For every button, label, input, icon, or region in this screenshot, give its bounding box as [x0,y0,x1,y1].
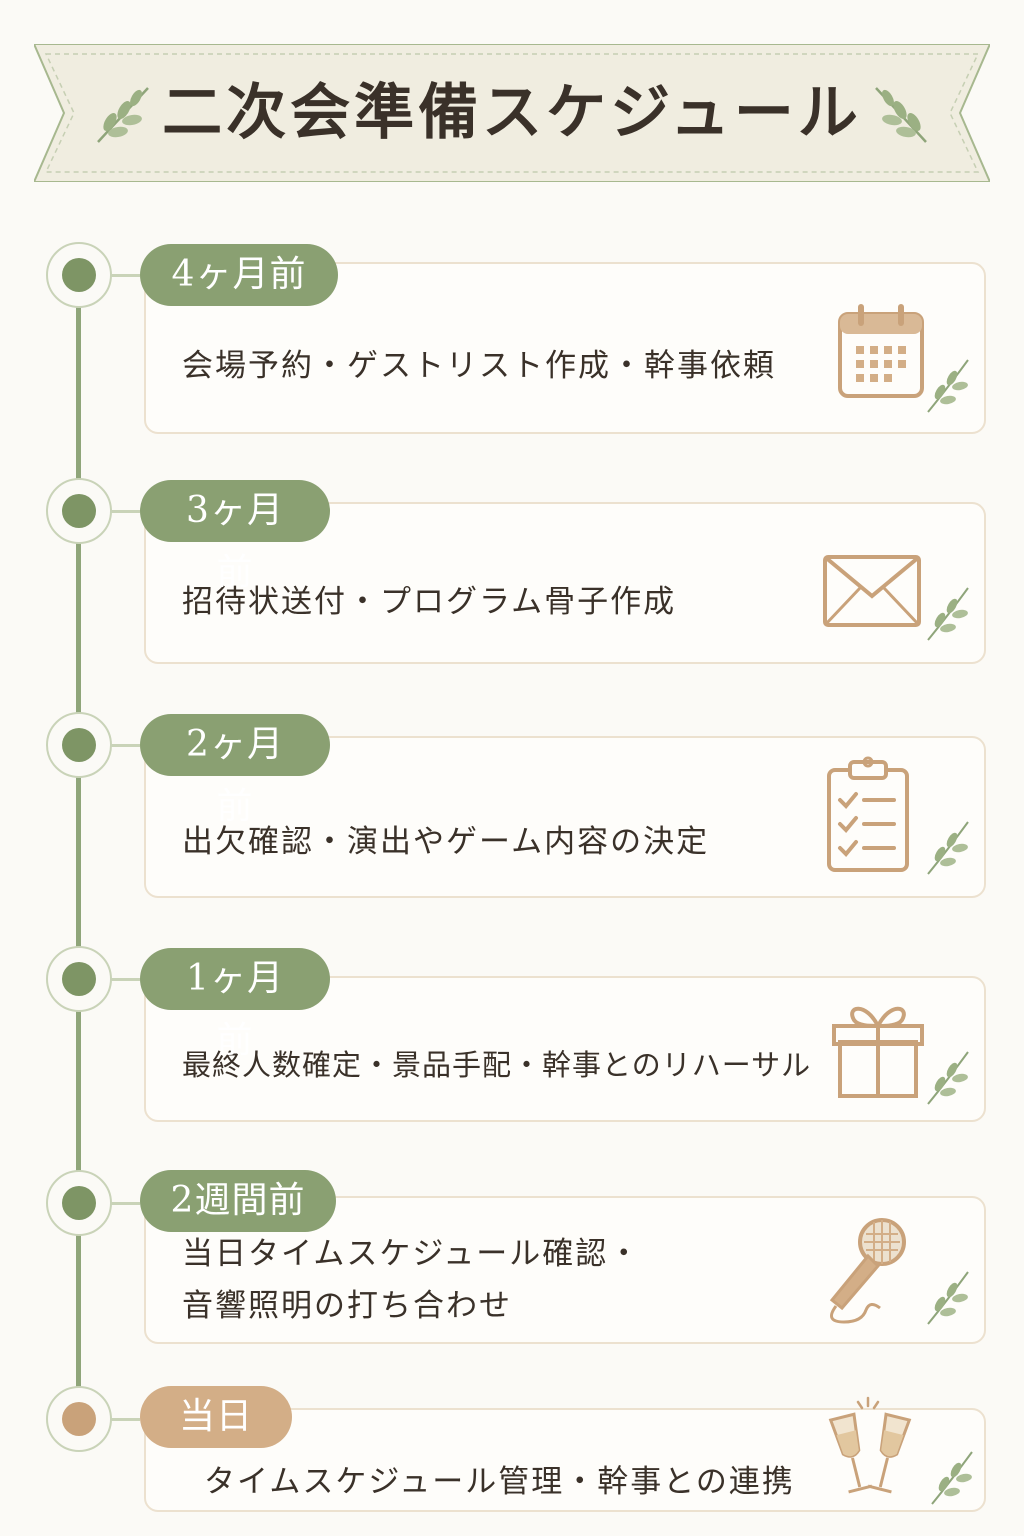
leaf-sprig-icon [927,821,969,875]
timeline-connector [110,1418,140,1421]
step-label-pill: 当日 [140,1386,292,1448]
step-label-pill: 3ヶ月前 [140,480,330,593]
step-label-pill: 4ヶ月前 [140,244,338,306]
timeline-node [46,946,112,1012]
microphone-icon [829,1218,906,1324]
timeline-connector [110,274,140,277]
gift-box-icon [832,1006,924,1098]
leaf-sprig-icon [927,1271,969,1325]
card-text: 当日タイムスケジュール確認・ 音響照明の打ち合わせ [182,1228,641,1332]
step-label-pill: 1ヶ月前 [140,948,330,1061]
timeline-node [46,1170,112,1236]
timeline-node [46,1386,112,1452]
leaf-sprig-icon [927,1051,969,1105]
card-text: 招待状送付・プログラム骨子作成 [182,584,677,620]
calendar-icon [838,304,924,398]
timeline-line [76,304,81,1412]
timeline-node [46,242,112,308]
card-text-line: 音響照明の打ち合わせ [182,1288,512,1324]
card-text: 会場予約・ゲストリスト作成・幹事依頼 [182,348,776,384]
timeline-connector [110,510,140,513]
title-banner: 二次会準備スケジュール [34,44,990,182]
leaf-sprig-icon [927,359,969,413]
timeline-connector [110,978,140,981]
ribbon-shape [34,44,990,182]
leaf-sprig-icon [97,87,149,143]
timeline-connector [110,744,140,747]
timeline-connector [110,1202,140,1205]
champagne-toast-icon [828,1396,912,1494]
step-label-pill: 2ヶ月前 [140,714,330,827]
card-text: 最終人数確定・景品手配・幹事とのリハーサル [182,1048,812,1082]
step-label-pill: 2週間前 [140,1170,336,1232]
leaf-sprig-icon [927,587,969,641]
timeline-node [46,712,112,778]
card-text: 出欠確認・演出やゲーム内容の決定 [182,824,710,860]
page-title: 二次会準備スケジュール [162,78,862,148]
timeline-node [46,478,112,544]
leaf-sprig-icon [875,87,927,143]
leaf-sprig-icon [931,1451,973,1505]
card-text: タイムスケジュール管理・幹事との連携 [204,1464,795,1500]
clipboard-checklist-icon [827,756,909,872]
card-text-line: 当日タイムスケジュール確認・ [182,1236,642,1272]
envelope-icon [823,555,921,627]
